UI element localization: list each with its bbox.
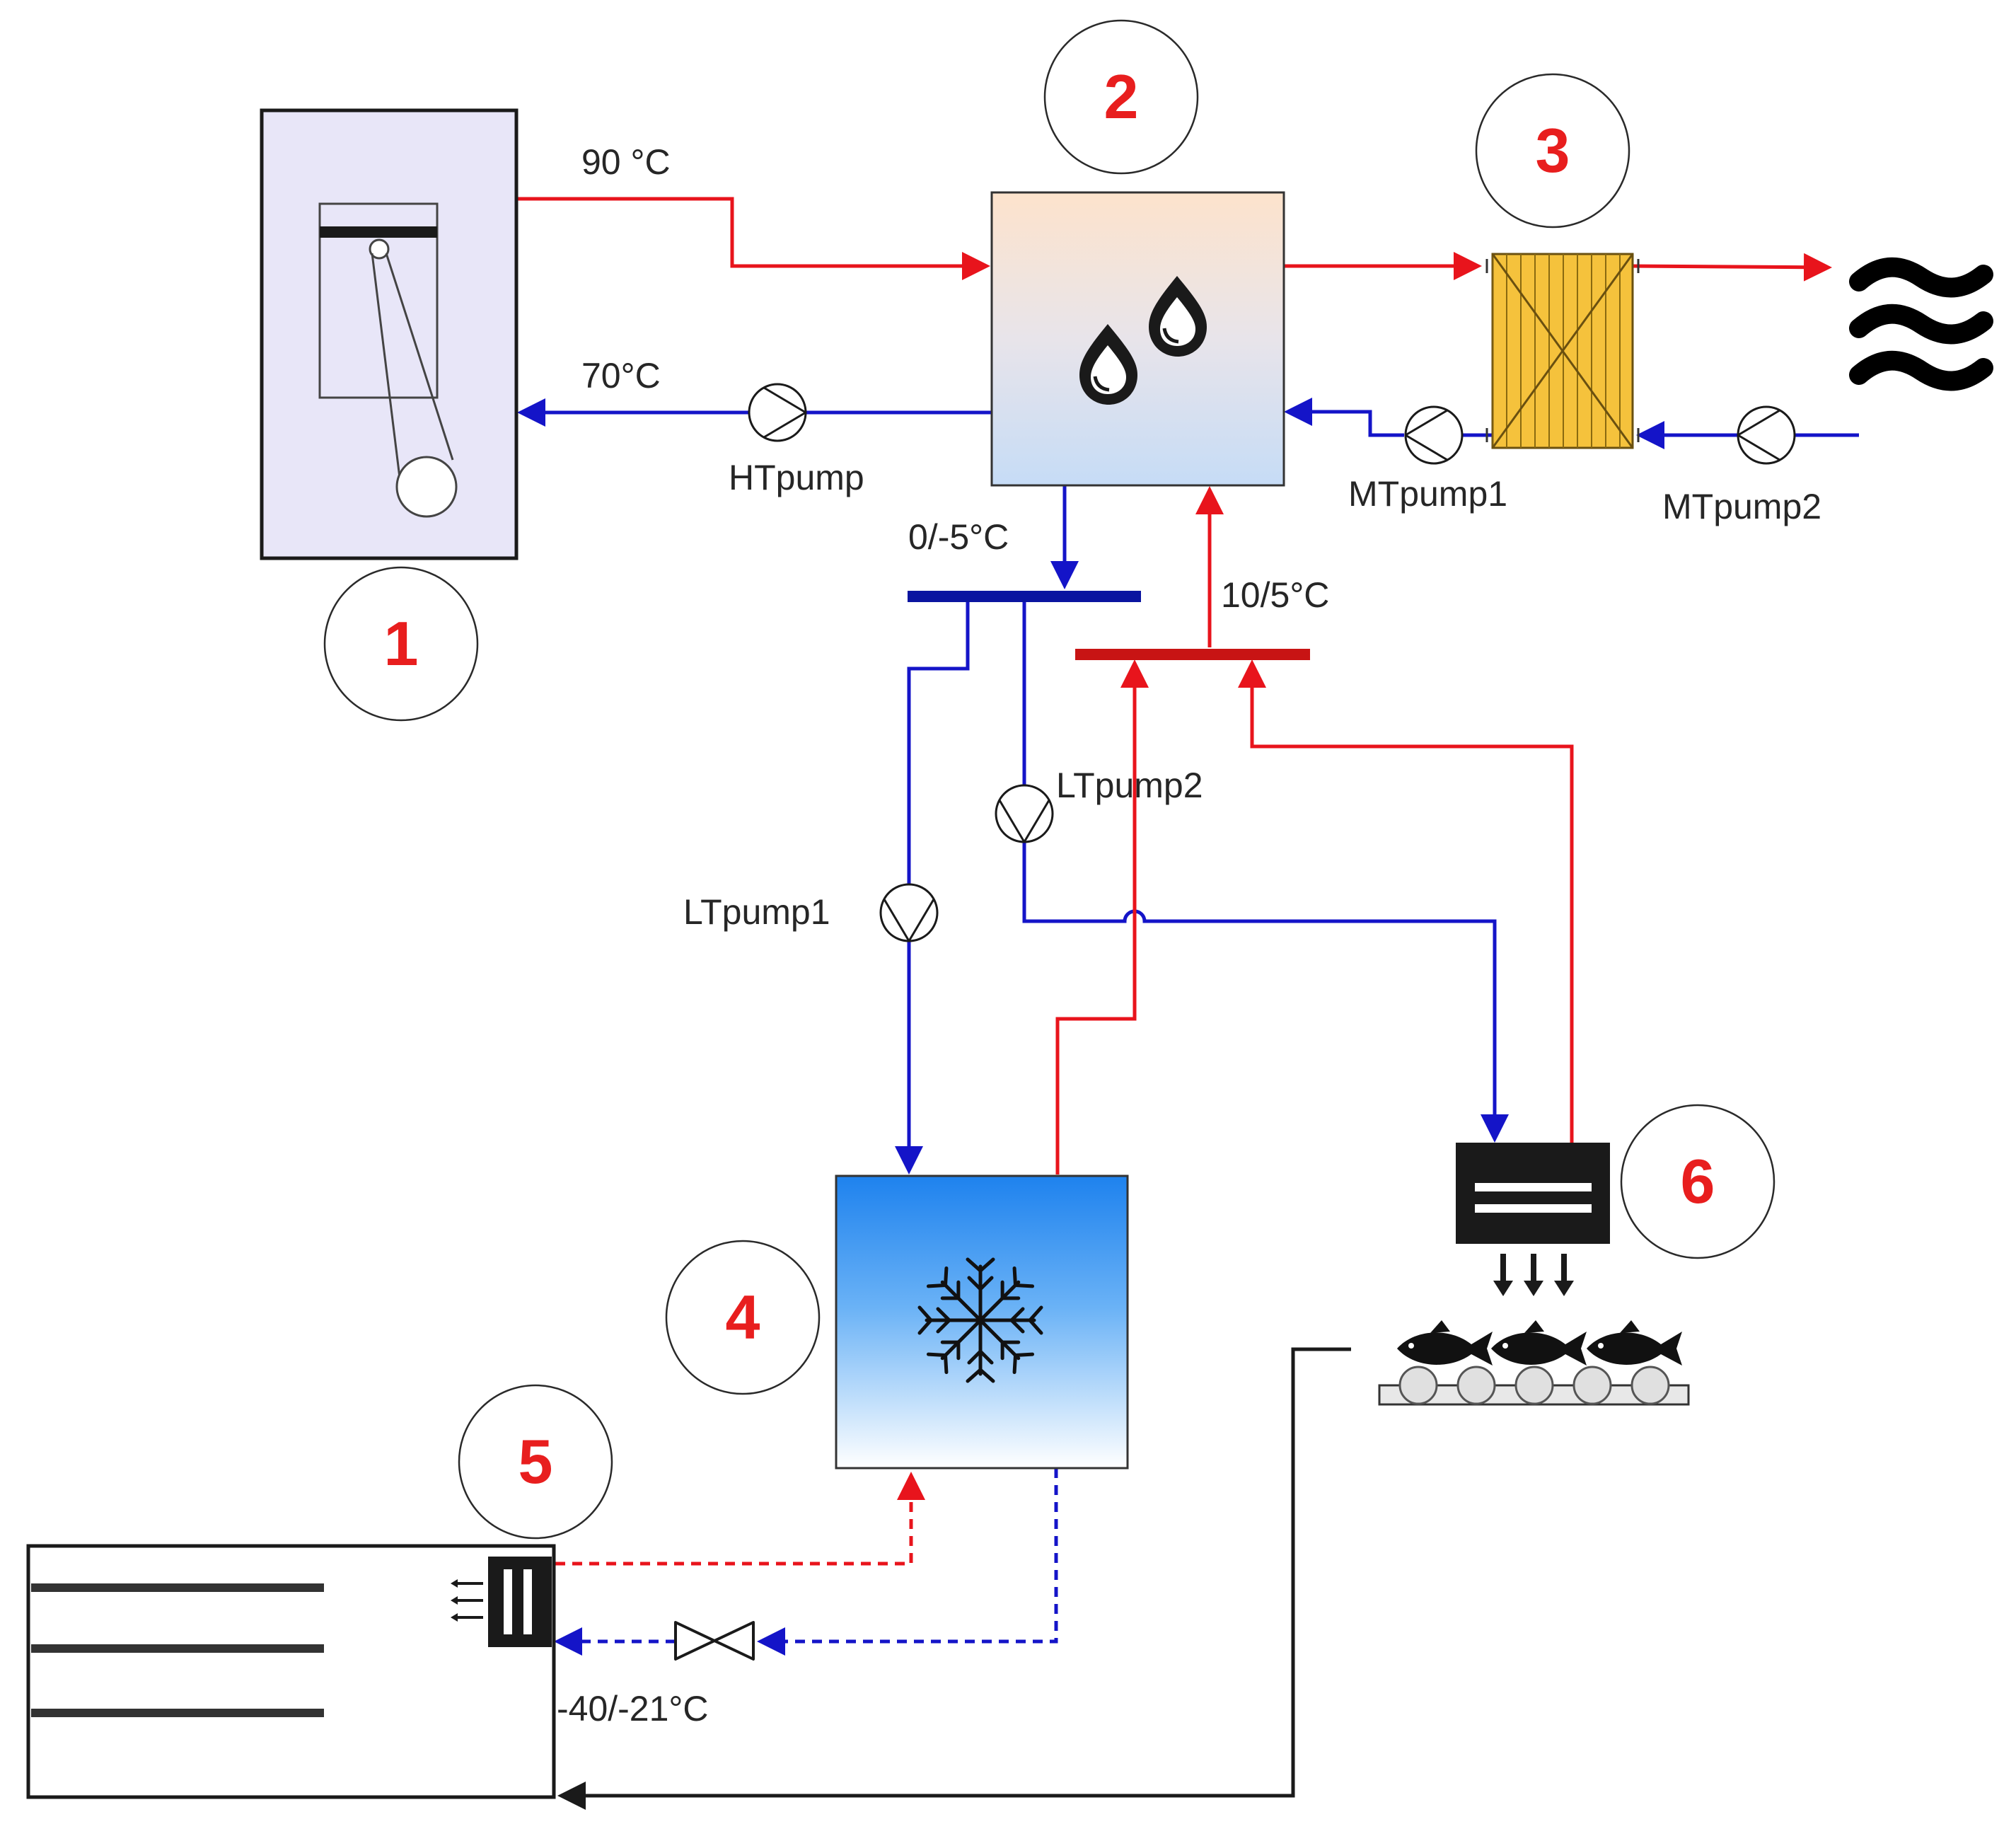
freezer-shelf [31, 1709, 324, 1717]
fish-processing-icon [1456, 1143, 1610, 1296]
component-number: 4 [726, 1282, 760, 1352]
heat-recovery-unit [990, 191, 1285, 487]
component-badge-5: 5 [458, 1384, 613, 1540]
label-ht-pump: HTpump [729, 458, 864, 497]
heat-exchanger-icon [1485, 253, 1640, 449]
component-badge-4: 4 [665, 1240, 821, 1395]
label-temp-70: 70°C [581, 356, 661, 396]
pump-mt2 [1737, 405, 1796, 465]
pipe-mtpump1-to-recovery [1284, 398, 1404, 437]
sea-waves-icon [1849, 257, 1993, 391]
pump-mt1 [1404, 405, 1464, 465]
label-temp-90: 90 °C [581, 142, 671, 182]
label-temp-10-5: 10/5°C [1221, 575, 1329, 615]
water-drops-icon [1079, 276, 1207, 405]
label-temp-0-5: 0/-5°C [908, 517, 1009, 557]
freezer-shelf [31, 1644, 324, 1653]
heat-exchanger [1485, 253, 1640, 449]
snowflake-icon [920, 1257, 1041, 1381]
freezer-shelf [31, 1583, 324, 1592]
pipe-ltpump2-to-unit6 [1022, 842, 1509, 1143]
pipe-chiller-to-hot-manifold [1055, 659, 1149, 1174]
label-lt-pump1: LTpump1 [683, 892, 830, 932]
component-badge-3: 3 [1475, 73, 1630, 229]
component-number: 6 [1681, 1146, 1715, 1216]
cold-manifold [908, 591, 1141, 602]
fish-icon [1397, 1320, 1682, 1366]
engine-unit [260, 108, 519, 560]
component-number: 3 [1536, 115, 1570, 185]
label-mt-pump2: MTpump2 [1662, 487, 1821, 526]
engine-icon [318, 202, 458, 518]
pipe-engine-to-recovery [516, 197, 990, 280]
freezer-icon [451, 1557, 552, 1647]
chiller-unit [835, 1174, 1129, 1470]
freezer-unit [26, 1544, 556, 1799]
fish-processing-unit [1378, 1143, 1690, 1406]
pump-lt2 [995, 784, 1054, 843]
pipe-unit6-to-hot-manifold [1238, 659, 1574, 1143]
label-lt-pump2: LTpump2 [1056, 766, 1203, 805]
component-badge-2: 2 [1043, 19, 1199, 175]
pipe-exchanger-to-sea [1630, 253, 1832, 282]
component-number: 5 [519, 1426, 553, 1496]
component-badge-1: 1 [323, 566, 479, 722]
conveyor-belt [1378, 1366, 1690, 1406]
component-number: 2 [1104, 62, 1139, 132]
label-temp-40-21: -40/-21°C [557, 1689, 709, 1728]
pipe-cold-manifold-to-ltpump1 [907, 598, 970, 884]
pipe-lines [516, 197, 1859, 1810]
pipe-freezer-to-chiller [555, 1472, 925, 1566]
component-badge-6: 6 [1620, 1104, 1775, 1259]
pump-ht [748, 383, 807, 442]
label-mt-pump1: MTpump1 [1348, 474, 1507, 514]
component-number: 1 [384, 608, 419, 679]
hot-manifold [1075, 649, 1310, 660]
expansion-valve [674, 1621, 755, 1661]
product-path [557, 1347, 1351, 1810]
pipe-chiller-to-valve [757, 1468, 1058, 1656]
pump-lt1 [879, 883, 939, 942]
